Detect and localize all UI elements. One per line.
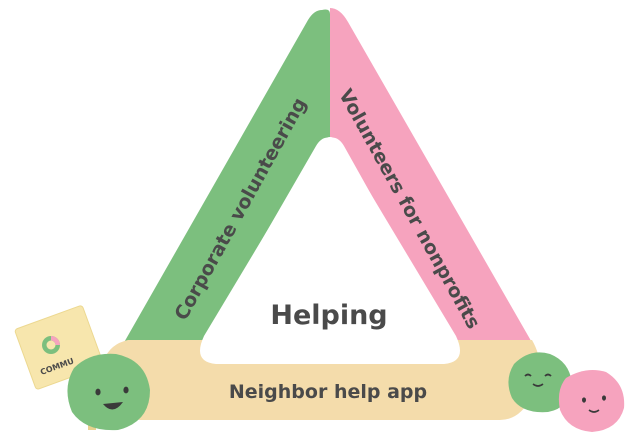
center-label: Helping xyxy=(270,300,387,331)
commu-logo-icon xyxy=(42,336,60,354)
bottom-side-label: Neighbor help app xyxy=(229,381,427,403)
smiling-green-blob-icon xyxy=(67,353,150,431)
pink-blob-icon xyxy=(558,370,625,432)
volunteers-for-nonprofits-band xyxy=(330,8,534,346)
inner-triangle xyxy=(200,137,460,364)
green-blob-icon xyxy=(508,352,572,413)
corporate-volunteering-band xyxy=(122,9,330,346)
